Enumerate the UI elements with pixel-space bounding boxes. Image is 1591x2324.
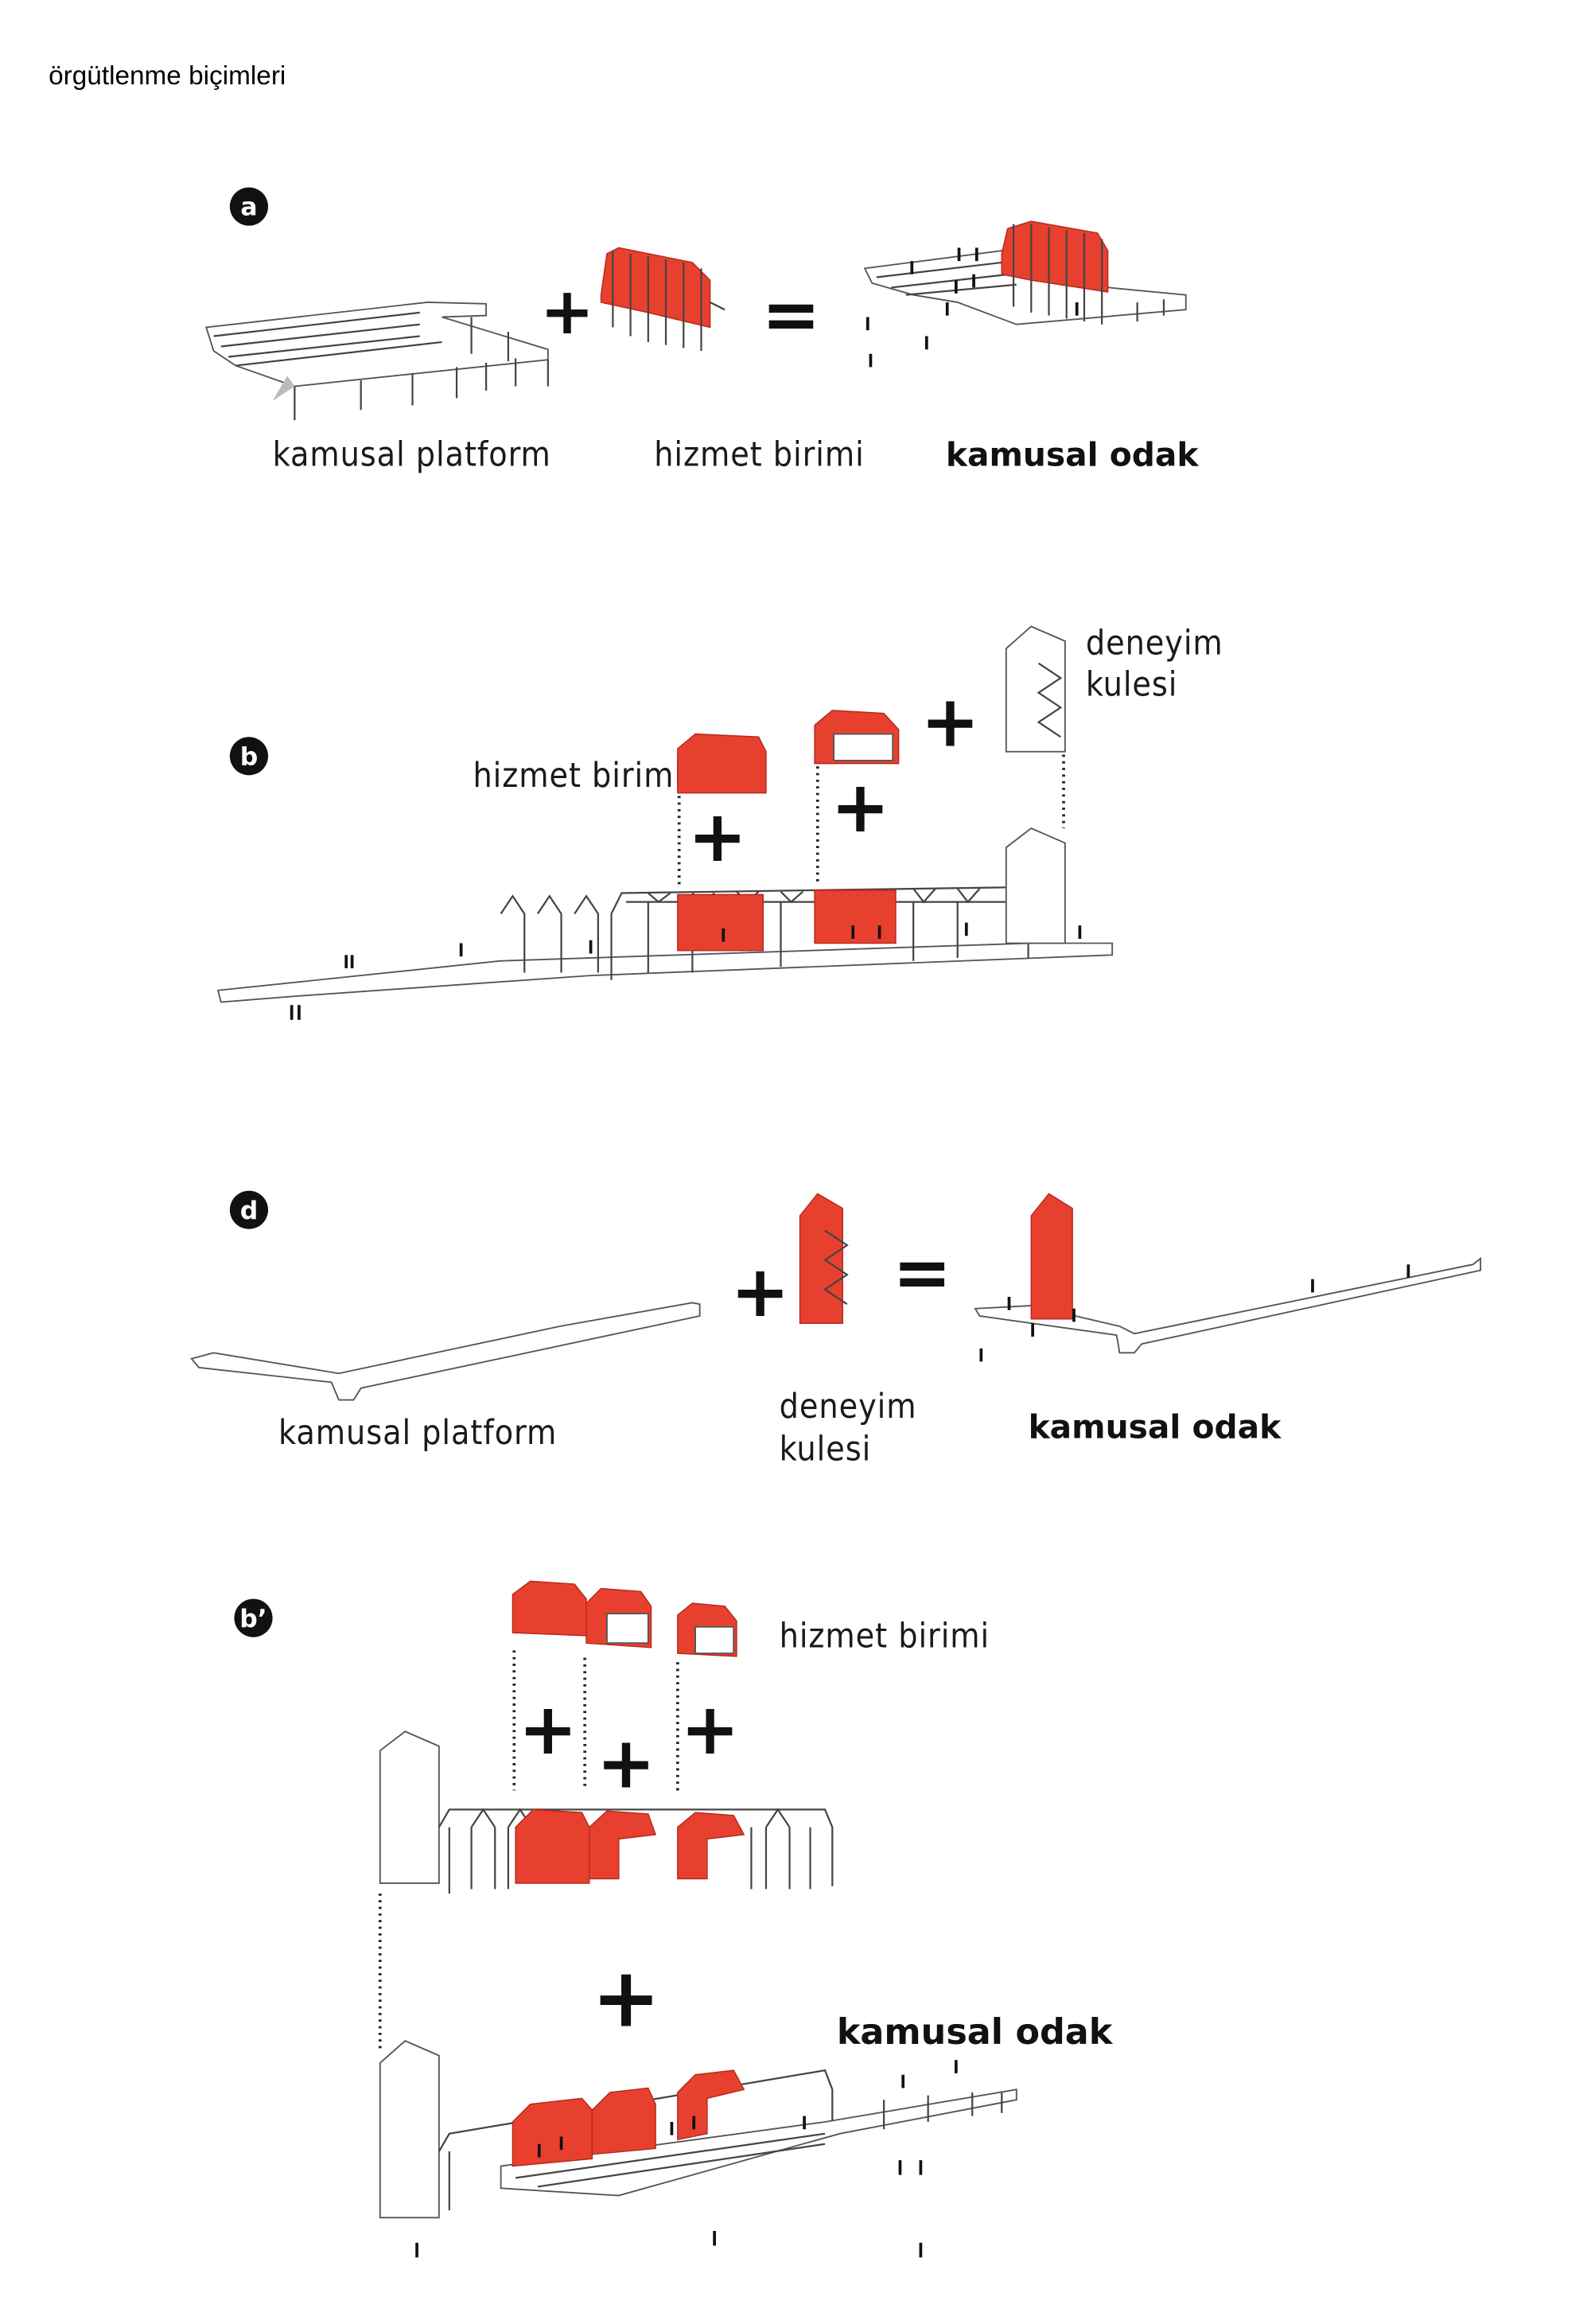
plus-operator: + (730, 1250, 789, 1333)
label-kamusal-odak: kamusal odak (946, 436, 1200, 474)
plus-operator: + (831, 765, 889, 848)
plus-operator: + (680, 1688, 739, 1770)
label-hizmet-birimi: hizmet birimi (473, 756, 683, 796)
service-unit-closed (677, 733, 767, 794)
label-deneyim: deneyim (780, 1387, 917, 1427)
service-units (512, 1580, 737, 1657)
hizmet-birimi-drawing (600, 247, 725, 352)
kamusal-odak-drawing (974, 1193, 1482, 1362)
section-b: b hizmet birimi deneyim kulesi + + + (216, 624, 1223, 1020)
plus-operator: + (540, 274, 594, 349)
kamusal-platform-drawing (205, 302, 549, 421)
plus-operator: + (519, 1688, 578, 1770)
experience-tower (1005, 625, 1066, 753)
label-kamusal-odak: kamusal odak (1029, 1408, 1282, 1446)
section-d: d + = kamusal platform deneyim kulesi ka… (190, 1190, 1482, 1470)
section-a: a + = kamusal platform hizmet birimi kam… (205, 187, 1200, 475)
svg-text:b: b (240, 742, 259, 771)
kamusal-odak-drawing (379, 2040, 1017, 2258)
label-hizmet-birimi: hizmet birimi (780, 1617, 990, 1656)
dotted-guide (677, 754, 1065, 885)
plus-operator: + (592, 1951, 661, 2046)
label-hizmet-birimi: hizmet birimi (654, 435, 864, 475)
svg-text:b’: b’ (239, 1605, 266, 1633)
experience-tower-red (799, 1193, 849, 1325)
svg-text:d: d (240, 1197, 259, 1225)
label-kamusal-platform: kamusal platform (278, 1413, 557, 1453)
badge-d: d (229, 1190, 269, 1229)
plus-operator: + (688, 795, 747, 878)
svg-text:a: a (240, 193, 257, 222)
label-kulesi: kulesi (780, 1430, 872, 1470)
badge-b: b (229, 737, 269, 776)
badge-a: a (229, 187, 269, 226)
section-b-prime: b’ hizmet birimi + + + + kamusal odak (234, 1580, 1114, 2258)
badge-b-prime: b’ (234, 1598, 273, 1637)
pavilion-with-tower-drawing (379, 1730, 834, 1894)
equals-operator: = (893, 1231, 951, 1314)
kamusal-odak-drawing (863, 220, 1187, 368)
equals-operator: = (761, 273, 820, 356)
plus-operator: + (920, 679, 979, 762)
label-deneyim: deneyim (1086, 624, 1223, 664)
page-title: örgütlenme biçimleri (49, 61, 286, 91)
service-unit-open (814, 710, 900, 765)
dotted-guide (378, 1650, 679, 2049)
label-kamusal-odak: kamusal odak (837, 2012, 1114, 2053)
long-pavilion-drawing (216, 827, 1114, 1020)
label-kulesi: kulesi (1086, 664, 1178, 704)
label-kamusal-platform: kamusal platform (273, 435, 551, 475)
kamusal-platform-drawing (190, 1302, 701, 1401)
plus-operator: + (597, 1722, 655, 1804)
